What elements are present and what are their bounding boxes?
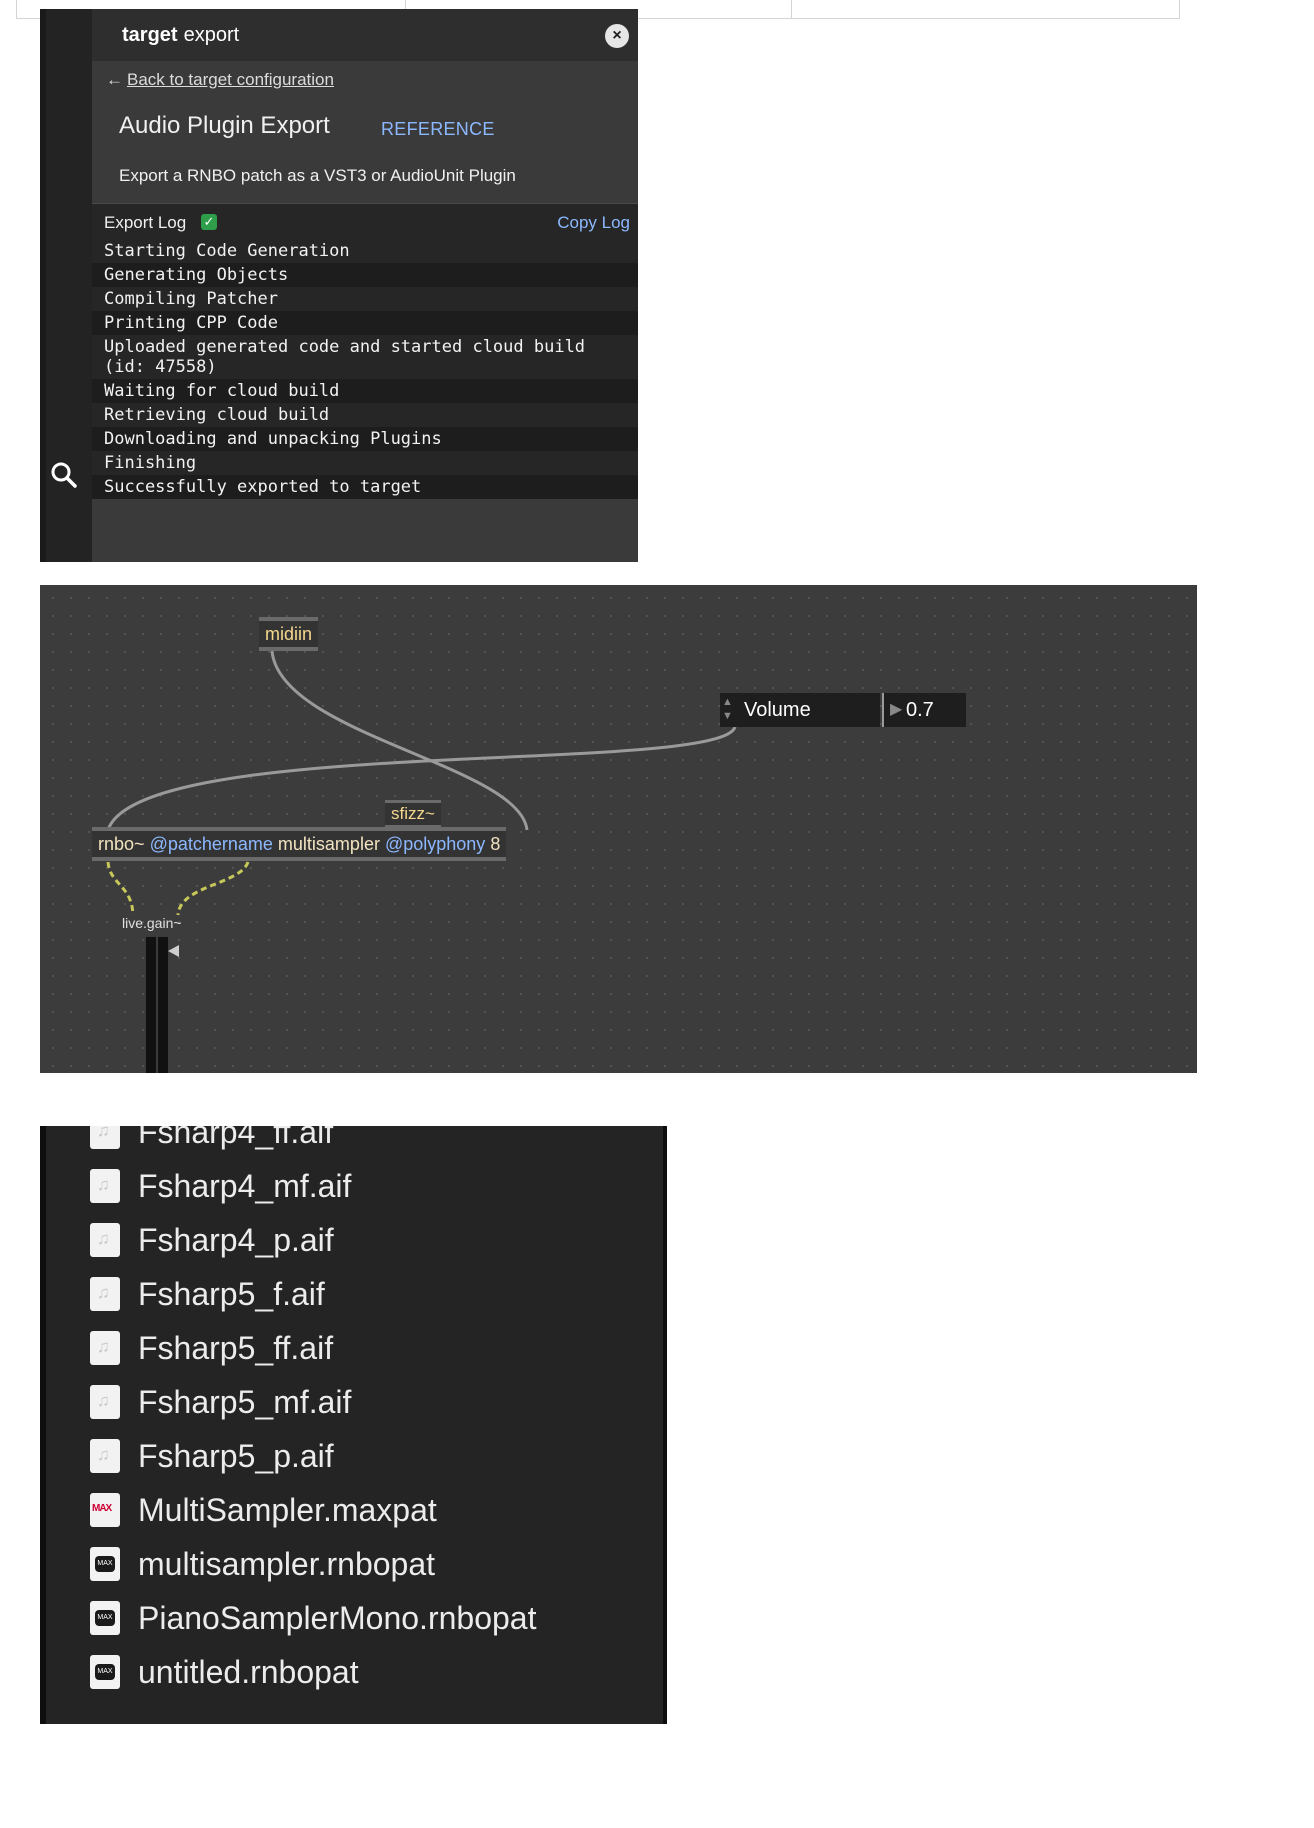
number-triangle-icon: ▶ [890,701,903,718]
log-line: Successfully exported to target [92,475,638,499]
max-patch-file-icon [90,1493,120,1527]
rnbo-attr-patchername: @patchername [149,834,273,854]
audio-file-icon [90,1126,120,1149]
volume-label: Volume [744,699,811,721]
file-name: multisampler.rnbopat [138,1545,436,1582]
patch-cords [106,650,737,916]
check-icon: ✓ [201,214,217,230]
file-name: Fsharp4_mf.aif [138,1167,352,1204]
rnbo-object[interactable]: rnbo~ @patchername multisampler @polypho… [92,827,507,861]
file-item[interactable]: Fsharp5_ff.aif [90,1328,333,1368]
volume-number-box[interactable]: ▶ 0.7 [882,693,966,727]
log-line: Compiling Patcher [92,287,638,311]
export-log-label: Export Log [104,213,187,232]
finder-file-list: Fsharp4_ff.aif Fsharp4_mf.aif Fsharp4_p.… [40,1126,667,1724]
audio-file-icon [90,1277,120,1311]
copy-log-button[interactable]: Copy Log [557,213,630,232]
log-line: Downloading and unpacking Plugins [92,427,638,451]
side-rail [40,9,92,562]
rnbo-patch-file-icon [90,1547,120,1581]
file-name: Fsharp4_ff.aif [138,1126,334,1150]
audio-file-icon [90,1385,120,1419]
file-name: untitled.rnbopat [138,1653,359,1690]
rnbo-patch-file-icon [90,1655,120,1689]
audio-cord [106,861,135,916]
reference-link[interactable]: REFERENCE [381,119,495,139]
back-to-target-configuration-link[interactable]: ←Back to target configuration [106,70,334,90]
file-name: MultiSampler.maxpat [138,1491,437,1528]
log-line: Generating Objects [92,263,638,287]
file-name: Fsharp5_ff.aif [138,1329,334,1366]
file-name: Fsharp5_mf.aif [138,1383,352,1420]
audio-file-icon [90,1331,120,1365]
file-item[interactable]: Fsharp5_p.aif [90,1436,334,1476]
rail-edge [40,9,46,562]
volume-value: 0.7 [906,699,934,721]
log-line: Printing CPP Code [92,311,638,335]
file-item[interactable]: Fsharp5_f.aif [90,1274,325,1314]
log-line: Finishing [92,451,638,475]
gain-meter-right[interactable] [158,937,168,1073]
rnbo-prefix: rnbo~ [98,834,145,854]
rnbo-attr-polyphony: @polyphony [384,834,486,854]
gain-meter-left[interactable] [146,937,156,1073]
panel-title-bold: target [122,24,178,46]
file-name: Fsharp5_f.aif [138,1275,325,1312]
export-log: Starting Code Generation Generating Obje… [92,239,638,499]
rnbo-value-patchername: multisampler [277,834,380,854]
stepper-arrows-icon: ▲▼ [722,696,733,722]
patch-cord [106,726,737,831]
audio-file-icon [90,1223,120,1257]
log-line: Retrieving cloud build [92,403,638,427]
file-item[interactable]: PianoSamplerMono.rnbopat [90,1598,536,1638]
max-patcher-canvas: midiin sfizz~ rnbo~ @patchername multisa… [40,585,1197,1073]
back-link-label: Back to target configuration [127,70,334,89]
file-item[interactable]: Fsharp5_mf.aif [90,1382,351,1422]
audio-cord [176,861,250,916]
midiin-object[interactable]: midiin [259,617,319,651]
table-divider [791,0,792,18]
live-gain-label: live.gain~ [122,915,182,931]
log-line: Starting Code Generation [92,239,638,263]
file-name: Fsharp4_p.aif [138,1221,334,1258]
rnbo-value-polyphony: 8 [490,834,501,854]
file-name: Fsharp5_p.aif [138,1437,334,1474]
close-icon[interactable]: × [605,24,629,48]
patch-cord [270,650,529,831]
export-heading: Audio Plugin Export [119,112,330,139]
gain-slider-handle[interactable] [168,945,179,957]
log-line: Waiting for cloud build [92,379,638,403]
back-arrow-icon: ← [106,70,123,89]
log-line: Uploaded generated code and started clou… [92,335,638,379]
audio-file-icon [90,1169,120,1203]
file-name: PianoSamplerMono.rnbopat [138,1599,537,1636]
audio-file-icon [90,1439,120,1473]
file-item[interactable]: Fsharp4_mf.aif [90,1166,351,1206]
file-item[interactable]: MultiSampler.maxpat [90,1490,437,1530]
export-log-header: Export Log ✓ Copy Log [92,203,638,239]
search-icon[interactable] [48,459,80,491]
volume-param[interactable]: ▲▼ Volume [720,693,880,727]
file-item[interactable]: Fsharp4_ff.aif [90,1126,333,1152]
sfizz-object[interactable]: sfizz~ [385,800,441,828]
file-item[interactable]: multisampler.rnbopat [90,1544,435,1584]
panel-title-rest: export [183,24,240,46]
file-item[interactable]: Fsharp4_p.aif [90,1220,334,1260]
file-item[interactable]: untitled.rnbopat [90,1652,359,1692]
export-description: Export a RNBO patch as a VST3 or AudioUn… [119,166,516,185]
rnbo-patch-file-icon [90,1601,120,1635]
